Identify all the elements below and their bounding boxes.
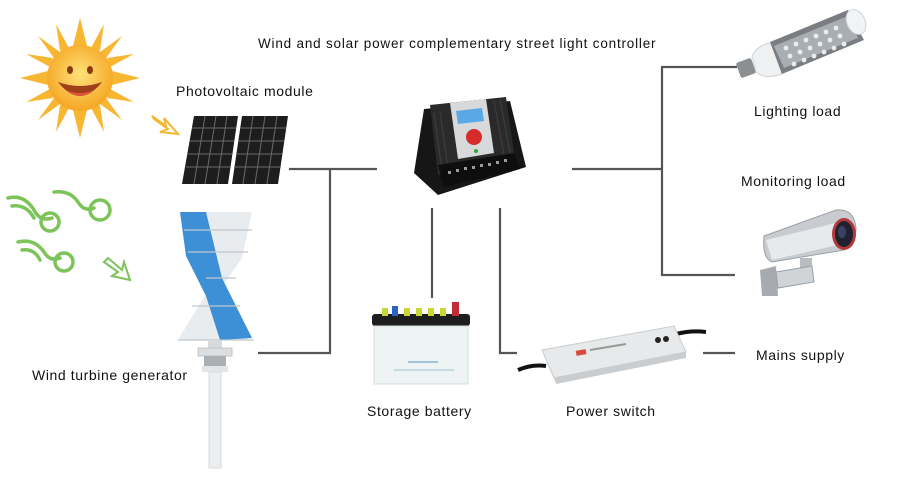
controller-icon — [414, 97, 526, 195]
solar-panel-icon — [182, 115, 288, 185]
mains-supply-label: Mains supply — [756, 347, 845, 363]
wire-power-switch — [498, 208, 517, 355]
battery-icon — [372, 302, 470, 385]
power-supply-icon — [517, 325, 706, 384]
wind-turbine-icon — [178, 212, 254, 469]
wire-turbine — [258, 169, 332, 355]
sun-arrow-icon — [151, 115, 181, 136]
power-switch-label: Power switch — [566, 403, 656, 419]
lighting-load-label: Lighting load — [754, 103, 842, 119]
sun-icon — [20, 18, 140, 138]
security-camera-icon — [760, 209, 857, 296]
wind-icon — [6, 189, 132, 282]
led-lamp-icon — [736, 9, 867, 78]
monitoring-load-label: Monitoring load — [741, 173, 846, 189]
battery-label: Storage battery — [367, 403, 472, 419]
wind-turbine-label: Wind turbine generator — [32, 367, 188, 383]
diagram-title: Wind and solar power complementary stree… — [258, 36, 657, 51]
wire-load-branch — [660, 65, 737, 277]
photovoltaic-label: Photovoltaic module — [176, 83, 314, 99]
